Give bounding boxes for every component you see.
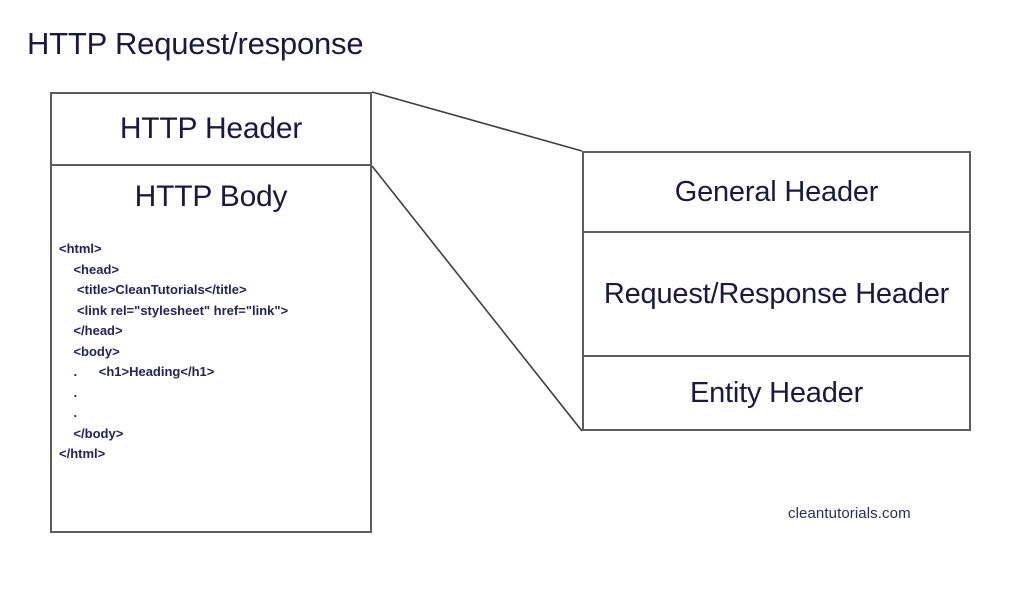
code-line: . <h1>Heading</h1> [59, 364, 215, 379]
header-row-request-response: Request/Response Header [584, 233, 969, 357]
connector-line-top [371, 91, 583, 152]
http-message-box: HTTP Header HTTP Body <html> <head> <tit… [50, 92, 372, 533]
code-line: </body> [59, 425, 124, 441]
code-line: <head> [59, 261, 119, 277]
page-title: HTTP Request/response [27, 26, 364, 61]
http-body-label: HTTP Body [134, 180, 288, 213]
http-header-detail-box: General Header Request/Response Header E… [582, 151, 971, 431]
code-line: . [59, 384, 78, 400]
code-line: <link rel="stylesheet" href="link"> [59, 302, 289, 318]
html-code-sample: <html> <head> <title>CleanTutorials</tit… [59, 239, 369, 465]
connector-line-bottom [371, 165, 583, 432]
code-line: <html> [59, 241, 102, 256]
http-header-label: HTTP Header [119, 112, 303, 145]
code-line: <body> [59, 343, 120, 359]
header-row-general-label: General Header [674, 176, 879, 208]
http-header-section: HTTP Header [52, 94, 370, 166]
header-row-request-response-label: Request/Response Header [603, 278, 950, 310]
code-line: . [59, 405, 78, 420]
header-row-entity: Entity Header [584, 357, 969, 429]
header-row-general: General Header [584, 153, 969, 233]
header-row-entity-label: Entity Header [689, 377, 864, 409]
code-line: </head> [59, 323, 123, 338]
http-body-section: HTTP Body <html> <head> <title>CleanTuto… [52, 166, 370, 531]
code-line: </html> [59, 446, 106, 461]
code-line: <title>CleanTutorials</title> [59, 282, 247, 297]
watermark: cleantutorials.com [788, 505, 911, 522]
